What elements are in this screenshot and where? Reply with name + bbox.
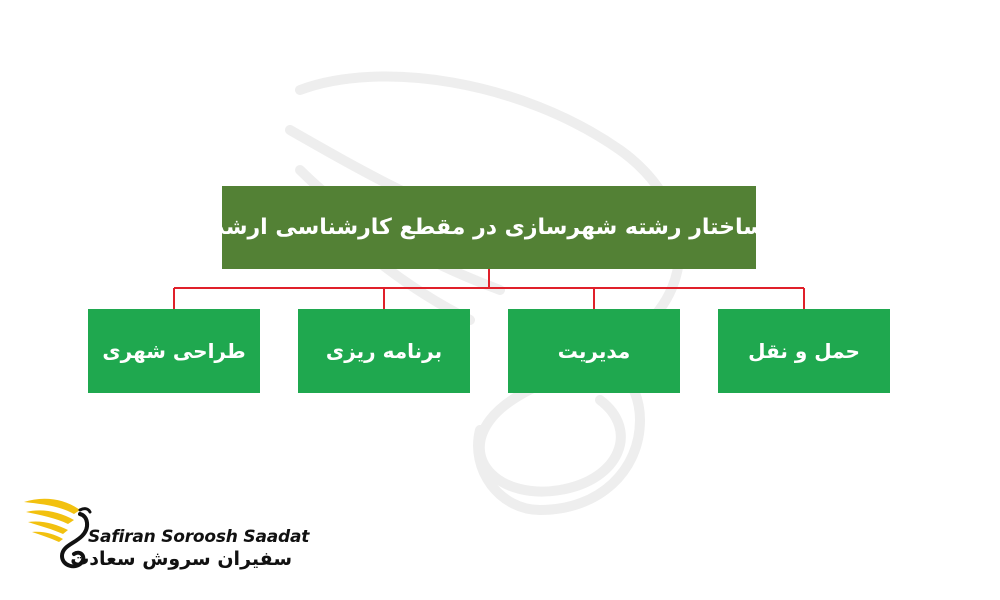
child-node-urban-design: طراحی شهری xyxy=(88,309,260,393)
child-node-management: مدیریت xyxy=(508,309,680,393)
logo-name-fa: سفیران سروش سعادت xyxy=(70,548,292,570)
child-node-label: برنامه ریزی xyxy=(325,339,443,363)
child-node-transportation: حمل و نقل xyxy=(718,309,890,393)
logo-name-en: Safiran Soroosh Saadat xyxy=(88,527,310,547)
company-logo: Safiran Soroosh Saadat سفیران سروش سعادت xyxy=(22,494,309,578)
child-node-label: مدیریت xyxy=(557,339,631,363)
child-node-label: حمل و نقل xyxy=(748,339,860,363)
root-node: ساختار رشته شهرسازی در مقطع کارشناسی ارش… xyxy=(213,186,765,269)
child-node-planning: برنامه ریزی xyxy=(298,309,470,393)
swan-wing-logo-icon xyxy=(24,498,92,569)
root-node-label: ساختار رشته شهرسازی در مقطع کارشناسی ارش… xyxy=(213,215,765,240)
child-node-label: طراحی شهری xyxy=(102,339,246,363)
